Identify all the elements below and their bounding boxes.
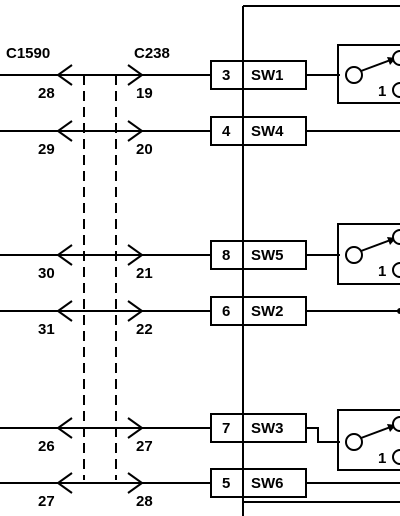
left-pin-number: 27 [38, 493, 55, 510]
wire-row-sw6: 5 SW6 27 28 [0, 468, 307, 510]
right-pin-number: 28 [136, 493, 153, 510]
switch-symbol-2: 1 [306, 223, 400, 285]
wire-row-sw5: 8 SW5 30 21 [0, 240, 307, 282]
wire-row-sw2: 6 SW2 31 22 [0, 296, 307, 338]
right-pin-number: 21 [136, 265, 153, 282]
switch-label: SW3 [251, 420, 284, 437]
left-pin-number: 31 [38, 321, 55, 338]
switch-symbol-1: 1 [306, 44, 400, 104]
pin-number: 8 [222, 247, 230, 264]
left-pin-number: 26 [38, 438, 55, 455]
right-pin-number: 22 [136, 321, 153, 338]
wire-row-sw3: 7 SW3 26 27 [0, 413, 307, 455]
switch-box [210, 296, 307, 326]
switch-box [210, 413, 307, 443]
switch-label: SW1 [251, 67, 284, 84]
contact-label: 1 [378, 83, 386, 100]
right-pin-number: 19 [136, 85, 153, 102]
contact-label: 1 [378, 450, 386, 467]
left-pin-number: 28 [38, 85, 55, 102]
connector-left-label: C1590 [6, 45, 50, 62]
pin-number: 5 [222, 475, 230, 492]
pin-number: 3 [222, 67, 230, 84]
pin-number: 7 [222, 420, 230, 437]
switch-box [210, 468, 307, 498]
switch-symbol-3: 1 [306, 409, 400, 471]
right-pin-number: 27 [136, 438, 153, 455]
switch-label: SW5 [251, 247, 284, 264]
splice-dot [397, 308, 400, 314]
switch-label: SW4 [251, 123, 284, 140]
switch-label: SW6 [251, 475, 284, 492]
connector-right-label: C238 [134, 45, 170, 62]
pin-number: 4 [222, 123, 231, 140]
wire-row-sw1: 3 SW1 28 19 [0, 60, 307, 102]
left-pin-number: 29 [38, 141, 55, 158]
right-pin-number: 20 [136, 141, 153, 158]
left-pin-number: 30 [38, 265, 55, 282]
contact-label: 1 [378, 263, 386, 280]
switch-label: SW2 [251, 303, 284, 320]
pin-number: 6 [222, 303, 230, 320]
wire-row-sw4: 4 SW4 29 20 [0, 116, 307, 158]
